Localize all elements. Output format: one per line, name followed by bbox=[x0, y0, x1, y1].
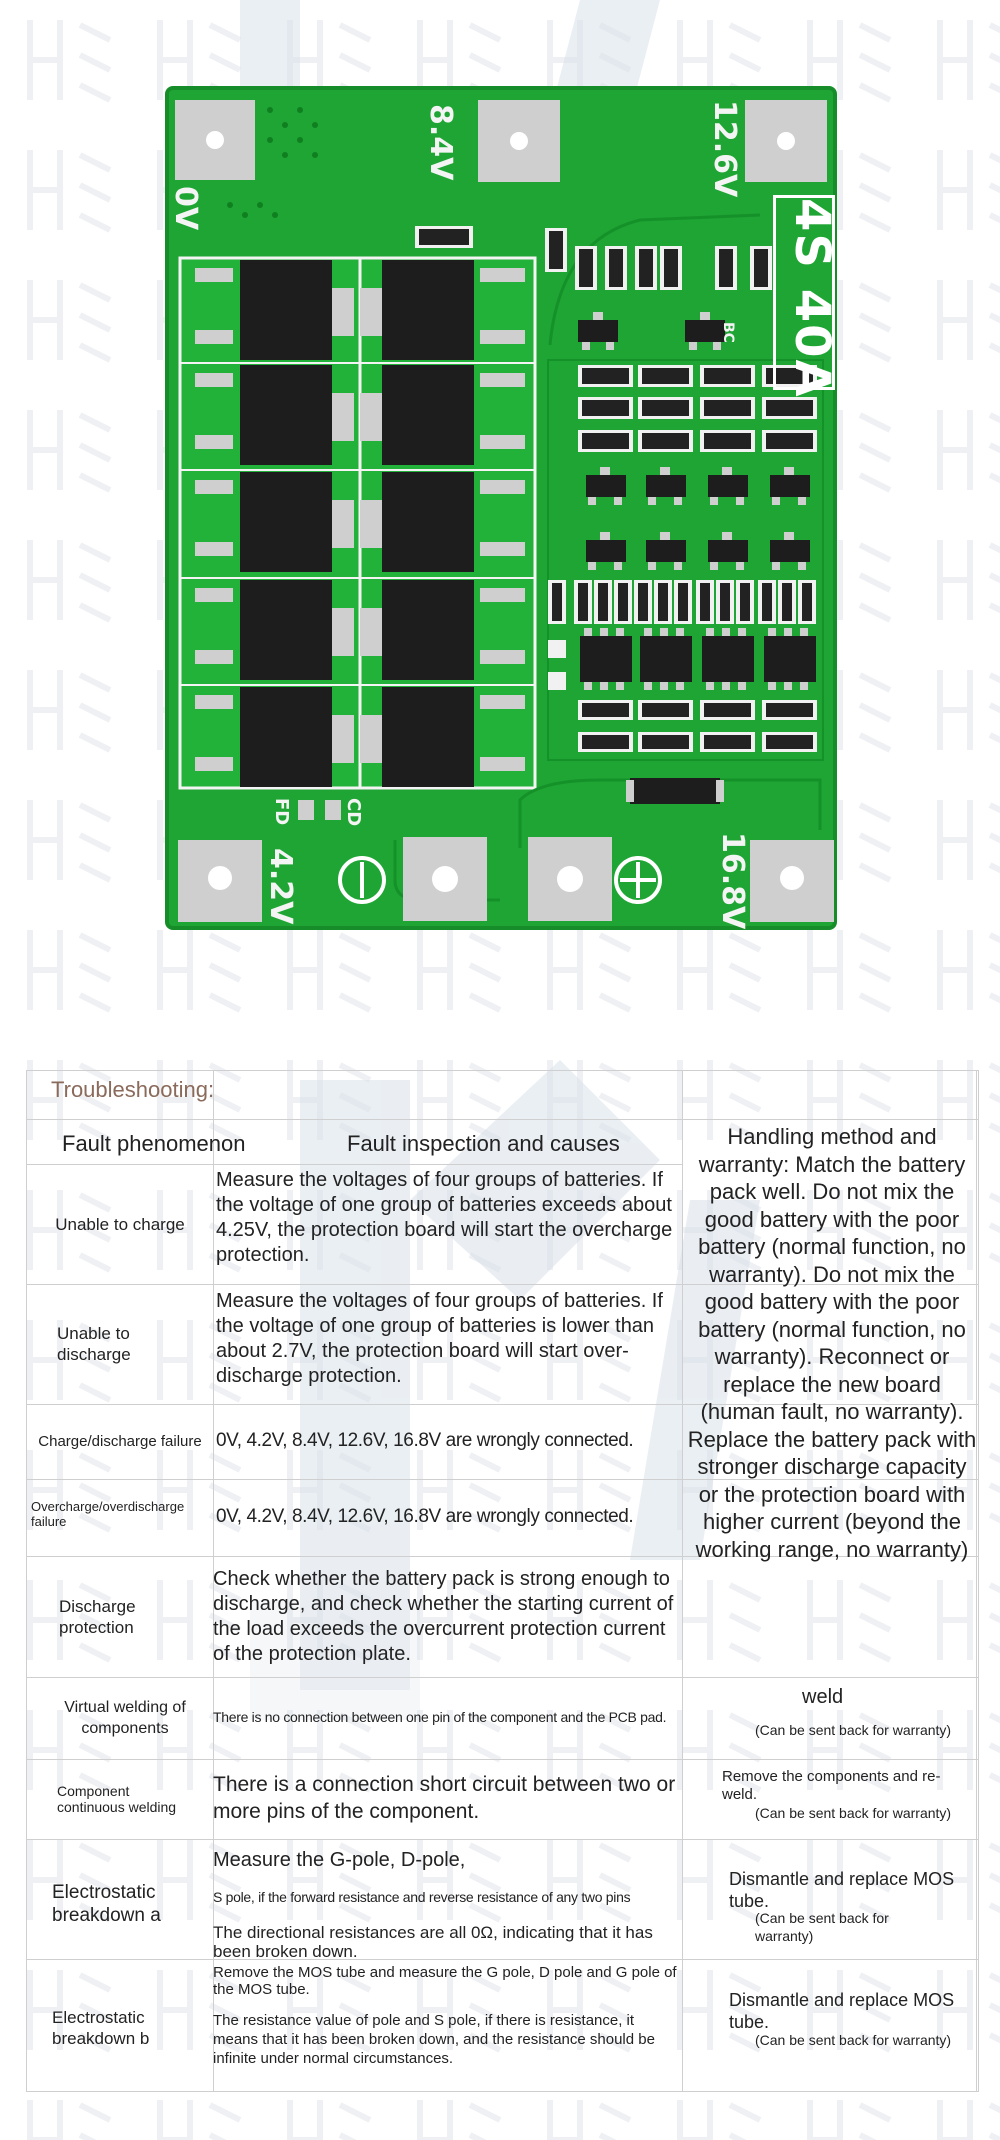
row-virtual-welding-cause: There is no connection between one pin o… bbox=[213, 1709, 667, 1725]
row-esd-a-cause-2: S pole, if the forward resistance and re… bbox=[213, 1889, 631, 1905]
transistor bbox=[770, 475, 810, 497]
row-esd-a-fault: Electrostatic breakdown a bbox=[52, 1882, 161, 1926]
row-charge-failure-fault: Charge/discharge failure bbox=[38, 1433, 202, 1450]
row-virtual-welding-handling: weld bbox=[802, 1686, 844, 1708]
row-discharge-protection-fault: Discharge protection bbox=[59, 1596, 136, 1637]
troubleshooting-table: Troubleshooting: Fault phenomenon Fault … bbox=[26, 1070, 979, 2092]
row-esd-a-handling: Dismantle and replace MOS tube. bbox=[729, 1869, 955, 1911]
row-virtual-welding-note: (Can be sent back for warranty) bbox=[755, 1722, 952, 1738]
mosfet bbox=[382, 580, 474, 680]
mosfet bbox=[382, 260, 474, 360]
mosfet bbox=[382, 687, 474, 787]
mosfet bbox=[382, 472, 474, 572]
transistor bbox=[586, 540, 626, 562]
header-handling: Handling method and warranty: Match the … bbox=[687, 1124, 977, 1562]
label-cd: CD bbox=[343, 798, 364, 827]
transistor bbox=[646, 540, 686, 562]
model-box bbox=[773, 195, 835, 390]
mosfet bbox=[240, 365, 332, 465]
row-esd-b-cause-2: The resistance value of pole and S pole,… bbox=[213, 2012, 655, 2067]
pcb-drawing bbox=[165, 86, 837, 930]
row-esd-a-cause-3: The directional resistances are all 0Ω, … bbox=[213, 1923, 653, 1961]
row-continuous-welding-note: (Can be sent back for warranty) bbox=[755, 1805, 952, 1821]
label-8v4: 8.4V bbox=[423, 104, 458, 181]
row-esd-b-handling: Dismantle and replace MOS tube. bbox=[729, 1990, 955, 2032]
transistor bbox=[708, 540, 748, 562]
transistor bbox=[708, 475, 748, 497]
header-fault: Fault phenomenon bbox=[62, 1131, 246, 1156]
transistor bbox=[578, 320, 618, 342]
transistor bbox=[770, 540, 810, 562]
row-esd-b-cause-1: Remove the MOS tube and measure the G po… bbox=[213, 1964, 677, 1998]
row-overcharge-failure-cause: 0V, 4.2V, 8.4V, 12.6V, 16.8V are wrongly… bbox=[216, 1506, 634, 1527]
transistor bbox=[685, 320, 725, 342]
label-4v2: 4.2V bbox=[263, 848, 298, 925]
row-charge-failure-cause: 0V, 4.2V, 8.4V, 12.6V, 16.8V are wrongly… bbox=[216, 1430, 634, 1451]
header-cause: Fault inspection and causes bbox=[347, 1131, 620, 1156]
row-virtual-welding-fault: Virtual welding of components bbox=[64, 1699, 186, 1737]
row-unable-charge-fault: Unable to charge bbox=[55, 1214, 185, 1234]
mosfet bbox=[240, 687, 332, 787]
mosfet bbox=[240, 472, 332, 572]
row-overcharge-failure-fault: Overcharge/overdischarge failure bbox=[31, 1499, 185, 1529]
row-discharge-protection-cause: Check whether the battery pack is strong… bbox=[213, 1568, 674, 1665]
label-16v8: 16.8V bbox=[715, 832, 750, 930]
row-esd-a-cause-1: Measure the G-pole, D-pole, bbox=[213, 1849, 466, 1871]
label-bc: BC bbox=[720, 322, 736, 343]
label-12v6: 12.6V bbox=[707, 100, 742, 198]
mosfet bbox=[240, 260, 332, 360]
ic-chip bbox=[702, 636, 754, 682]
transistor bbox=[586, 475, 626, 497]
row-esd-b-note: (Can be sent back for warranty) bbox=[755, 2032, 952, 2048]
bms-board-image: 8.4V 12.6V 0V 4.2V 16.8V FD CD BC 4S 40A bbox=[0, 0, 1000, 960]
table-title: Troubleshooting: bbox=[51, 1077, 215, 1102]
label-0v: 0V bbox=[168, 186, 203, 231]
model-label: 4S 40A bbox=[784, 198, 840, 399]
mosfet bbox=[240, 580, 332, 680]
row-continuous-welding-cause: There is a connection short circuit betw… bbox=[213, 1773, 676, 1823]
row-esd-a-note: (Can be sent back for warranty) bbox=[755, 1910, 889, 1944]
row-continuous-welding-handling: Remove the components and re-weld. bbox=[722, 1768, 941, 1803]
mosfet bbox=[382, 365, 474, 465]
row-esd-b-fault: Electrostatic breakdown b bbox=[52, 2008, 150, 2048]
row-unable-charge-cause: Measure the voltages of four groups of b… bbox=[216, 1169, 673, 1266]
row-continuous-welding-fault: Component continuous welding bbox=[57, 1783, 177, 1815]
label-fd: FD bbox=[271, 798, 292, 826]
row-unable-discharge-cause: Measure the voltages of four groups of b… bbox=[216, 1290, 663, 1387]
transistor bbox=[646, 475, 686, 497]
row-unable-discharge-fault: Unable to discharge bbox=[57, 1324, 131, 1364]
ic-chip bbox=[764, 636, 816, 682]
ic-chip bbox=[640, 636, 692, 682]
ic-chip bbox=[580, 636, 632, 682]
